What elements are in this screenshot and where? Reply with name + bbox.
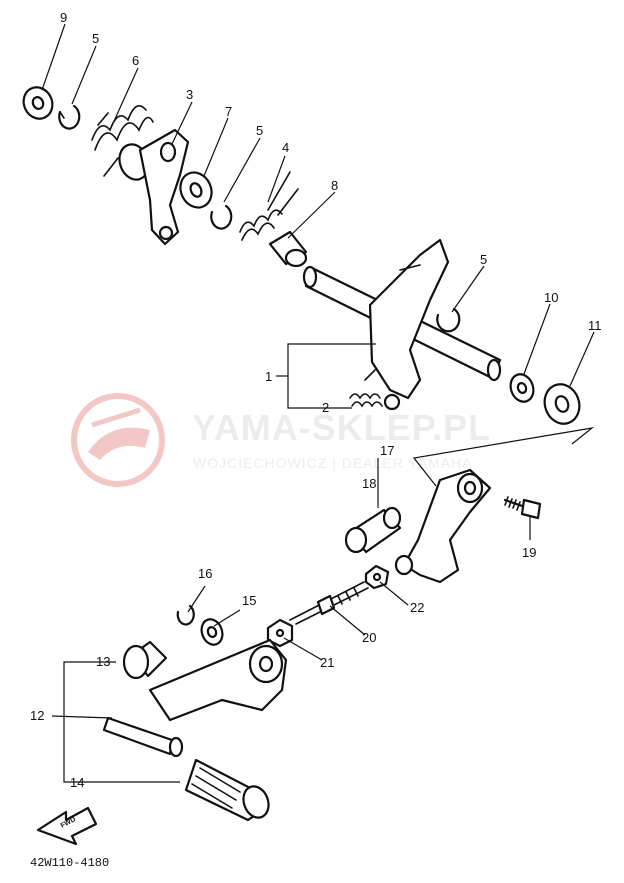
callout-1: 1: [265, 369, 272, 384]
watermark-title: YAMA-SKLEP.PL: [192, 407, 491, 448]
watermark-logo-icon: [71, 393, 165, 487]
part-5-circlip-b: [210, 204, 233, 230]
part-12-shift-pedal: [102, 638, 288, 758]
part-10-washer: [509, 373, 535, 403]
callout-18: 18: [362, 476, 376, 491]
callout-19: 19: [522, 545, 536, 560]
callout-2: 2: [322, 400, 329, 415]
part-8-bushing: [268, 230, 308, 268]
part-15-washer: [200, 618, 224, 646]
callout-20: 20: [362, 630, 376, 645]
part-17-shift-arm: [394, 468, 492, 584]
callout-4: 4: [282, 140, 289, 155]
part-7-washer: [179, 171, 213, 209]
part-14-pedal-rubber: [184, 758, 270, 822]
callout-6: 6: [132, 53, 139, 68]
part-19-bolt: [503, 496, 542, 520]
callout-5: 5: [480, 252, 487, 267]
callout-21: 21: [320, 655, 334, 670]
callout-16: 16: [198, 566, 212, 581]
callout-15: 15: [242, 593, 256, 608]
part-18-rod-end: [344, 506, 402, 554]
callout-10: 10: [544, 290, 558, 305]
fwd-arrow-icon: FWD: [36, 806, 98, 846]
part-16-circlip: [176, 604, 195, 626]
part-6-spring: [91, 104, 154, 177]
watermark: YAMA-SKLEP.PL WOJCIECHOWICZ | DEALER YAM…: [71, 393, 491, 487]
part-4-torsion-spring: [239, 171, 299, 241]
part-11-oil-seal: [543, 383, 581, 425]
part-1-shift-shaft: [302, 238, 502, 411]
callout-12: 12: [30, 708, 44, 723]
part-22-nut: [364, 564, 390, 590]
watermark-subtitle: WOJCIECHOWICZ | DEALER YAMAHA: [193, 455, 472, 471]
part-3-shift-arm: [118, 128, 190, 246]
part-20-tie-rod: [289, 581, 369, 625]
callout-14: 14: [70, 775, 84, 790]
callout-7: 7: [225, 104, 232, 119]
part-5-circlip-c: [436, 307, 461, 333]
part-code: 42W110-4180: [30, 856, 109, 870]
callout-labels: 9 5 6 3 7 5 4 8 5 10 11 1 2 17 18 19 22 …: [30, 10, 602, 790]
callout-3: 3: [186, 87, 193, 102]
callout-11: 11: [588, 318, 602, 333]
callout-5: 5: [256, 123, 263, 138]
callout-22: 22: [410, 600, 424, 615]
part-2-return-spring: [349, 393, 383, 408]
part-9-washer: [22, 86, 54, 120]
callout-5: 5: [92, 31, 99, 46]
callout-13: 13: [96, 654, 110, 669]
callout-8: 8: [331, 178, 338, 193]
callout-9: 9: [60, 10, 67, 25]
leader-lines: [41, 23, 595, 783]
callout-17: 17: [380, 443, 394, 458]
part-5-circlip-a: [58, 104, 81, 130]
